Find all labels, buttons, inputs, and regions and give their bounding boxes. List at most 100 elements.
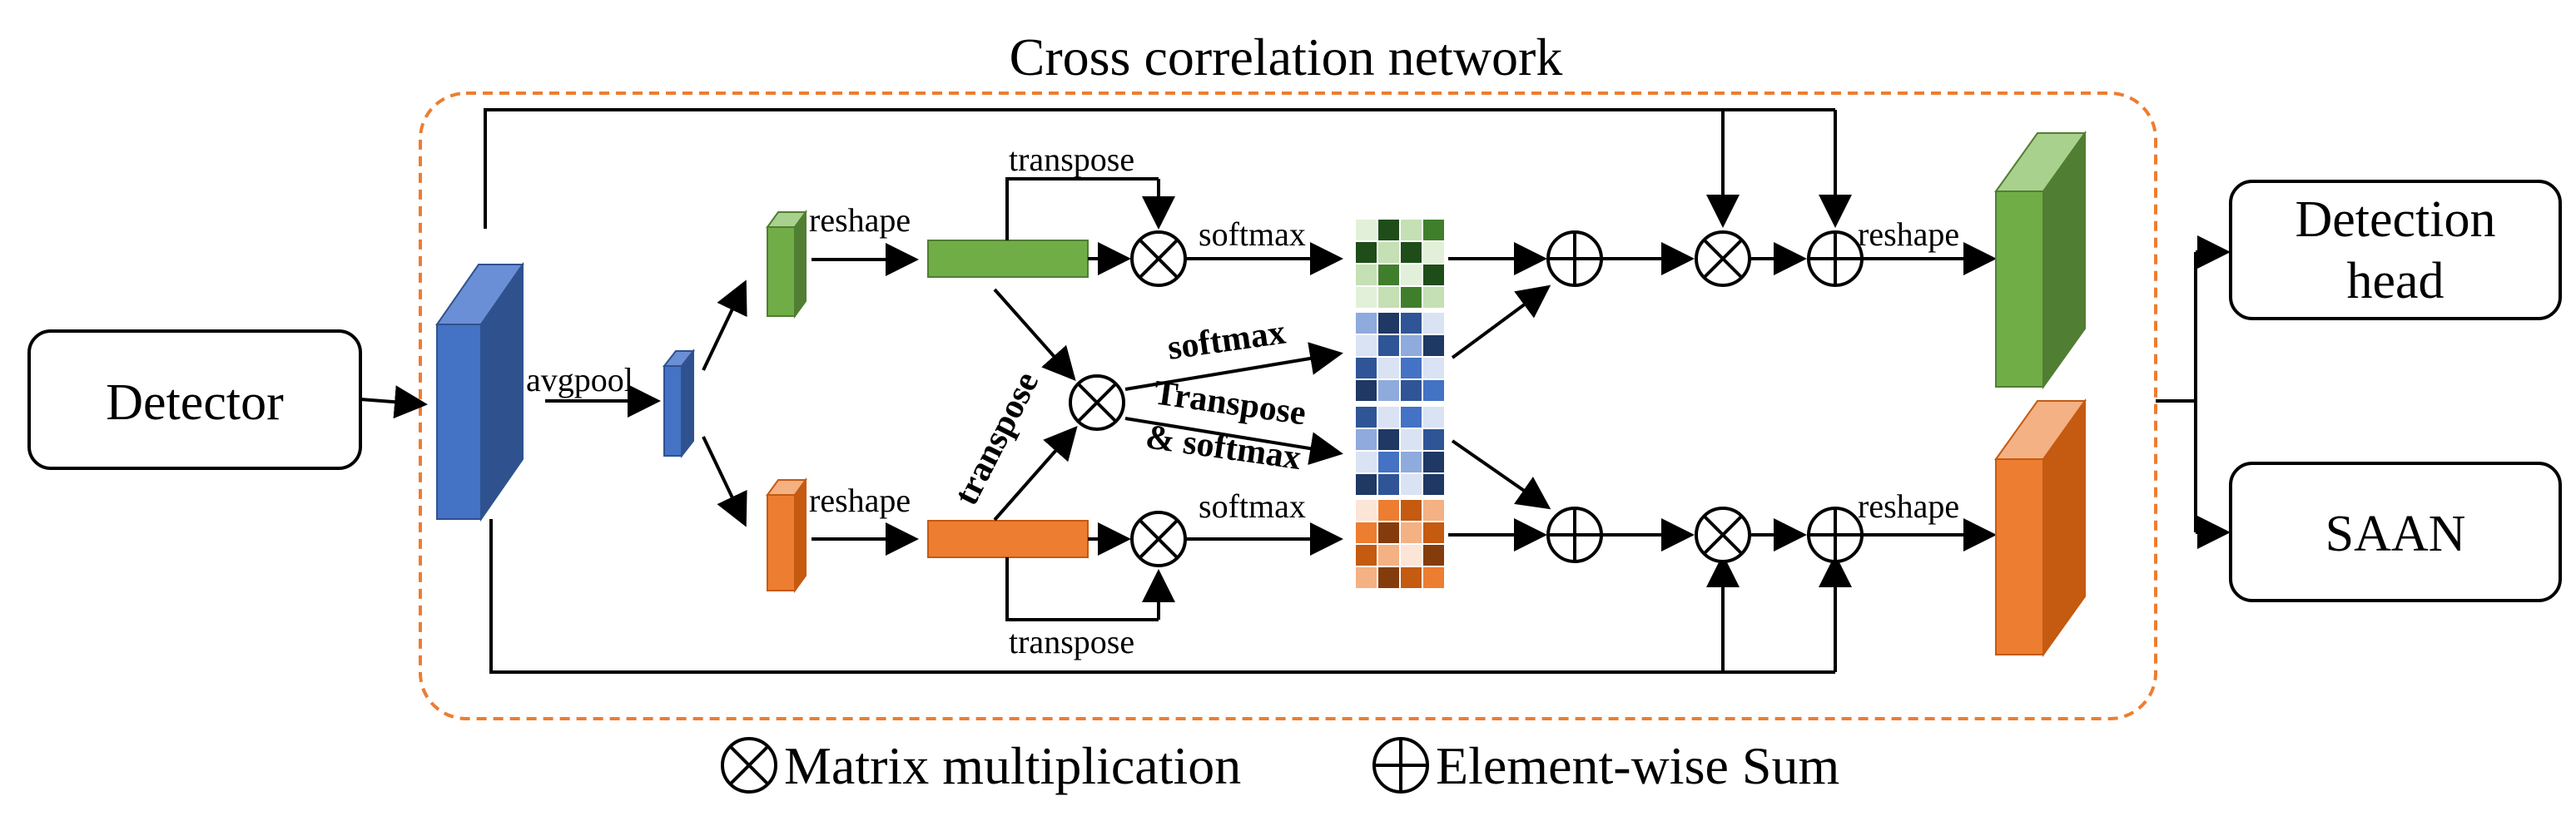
detector-label: Detector [106,374,284,431]
grid-cell [1399,263,1423,287]
grid-cell [1354,378,1378,403]
reshape-top-label: reshape [809,201,911,239]
grid-cell [1422,378,1446,403]
grid-cell [1377,240,1401,265]
output-orange-block [1994,398,2087,658]
grid-cell [1354,240,1378,265]
softmax-bottom-label: softmax [1199,487,1306,525]
grid-cell [1399,311,1423,335]
grid-cell [1354,450,1378,474]
grid-cell [1399,285,1423,309]
grid-cell [1377,543,1401,567]
blue-attention-grid-1 [1354,311,1446,403]
grid-cell [1354,521,1378,545]
green-reshaped-bar [927,240,1089,278]
matmul-bottom-icon [1130,511,1187,567]
grid-cell [1377,311,1401,335]
grid-cell [1377,450,1401,474]
transpose-bottom-label: transpose [1009,623,1134,660]
grid-cell [1399,450,1423,474]
grid-cell [1354,356,1378,380]
grid-cell [1422,498,1446,522]
softmax-top-label: softmax [1199,215,1306,253]
grid-cell [1399,218,1423,242]
grid-cell [1399,472,1423,497]
grid-cell [1354,566,1378,590]
transpose-diagonal-label: transpose [947,366,1046,512]
grid-cell [1377,405,1401,429]
grid-cell [1377,218,1401,242]
grid-cell [1422,405,1446,429]
saan-box: SAAN [2229,462,2562,602]
grid-cell [1422,311,1446,335]
matmul-top-icon [1130,230,1187,287]
grid-cell [1422,428,1446,452]
reshape-out-top-label: reshape [1858,215,1959,253]
grid-cell [1422,218,1446,242]
grid-cell [1399,240,1423,265]
grid-cell [1377,263,1401,287]
grid-cell [1399,428,1423,452]
orange-small-block [766,477,807,594]
grid-cell [1422,285,1446,309]
legend-sum-icon [1372,737,1429,794]
matmul-top-2-icon [1695,230,1751,287]
grid-cell [1354,405,1378,429]
grid-cell [1422,566,1446,590]
grid-cell [1399,334,1423,358]
matmul-center-icon [1069,374,1125,431]
grid-cell [1377,498,1401,522]
grid-cell [1399,356,1423,380]
grid-cell [1354,428,1378,452]
grid-cell [1354,498,1378,522]
grid-cell [1377,566,1401,590]
reshape-out-bottom-label: reshape [1858,487,1959,525]
grid-cell [1354,334,1378,358]
sum-top-2-icon [1807,230,1864,287]
grid-cell [1354,285,1378,309]
grid-cell [1377,378,1401,403]
grid-cell [1377,285,1401,309]
pooled-feature-block [662,349,696,458]
grid-cell [1422,450,1446,474]
grid-cell [1399,378,1423,403]
sum-bottom-1-icon [1546,507,1603,563]
grid-cell [1377,334,1401,358]
legend-matmul-label: Matrix multiplication [784,736,1241,795]
detection-head-label-2: head [2346,253,2444,309]
legend-sum-label: Element-wise Sum [1436,736,1839,795]
saan-label: SAAN [2325,506,2466,562]
grid-cell [1399,498,1423,522]
grid-cell [1422,521,1446,545]
sum-bottom-2-icon [1807,507,1864,563]
output-green-block [1994,130,2087,390]
grid-cell [1399,566,1423,590]
grid-cell [1377,521,1401,545]
grid-cell [1377,428,1401,452]
grid-cell [1354,311,1378,335]
grid-cell [1422,543,1446,567]
detector-box: Detector [27,329,362,470]
grid-cell [1399,405,1423,429]
grid-cell [1422,334,1446,358]
input-feature-block [435,261,524,522]
green-small-block [766,209,807,319]
legend-matmul-icon [721,737,777,794]
detection-head-label: Detection [2295,191,2495,248]
grid-cell [1422,263,1446,287]
transpose-top-label: transpose [1009,141,1134,178]
grid-cell [1354,263,1378,287]
grid-cell [1377,472,1401,497]
legend: Matrix multiplication Element-wise Sum [721,736,1839,795]
matmul-bottom-2-icon [1695,507,1751,563]
grid-cell [1422,356,1446,380]
grid-cell [1422,472,1446,497]
grid-cell [1399,543,1423,567]
grid-cell [1377,356,1401,380]
orange-reshaped-bar [927,520,1089,558]
sum-top-1-icon [1546,230,1603,287]
grid-cell [1354,543,1378,567]
softmax-mid-label: softmax [1165,314,1288,368]
detection-head-box: Detection head [2229,180,2562,320]
